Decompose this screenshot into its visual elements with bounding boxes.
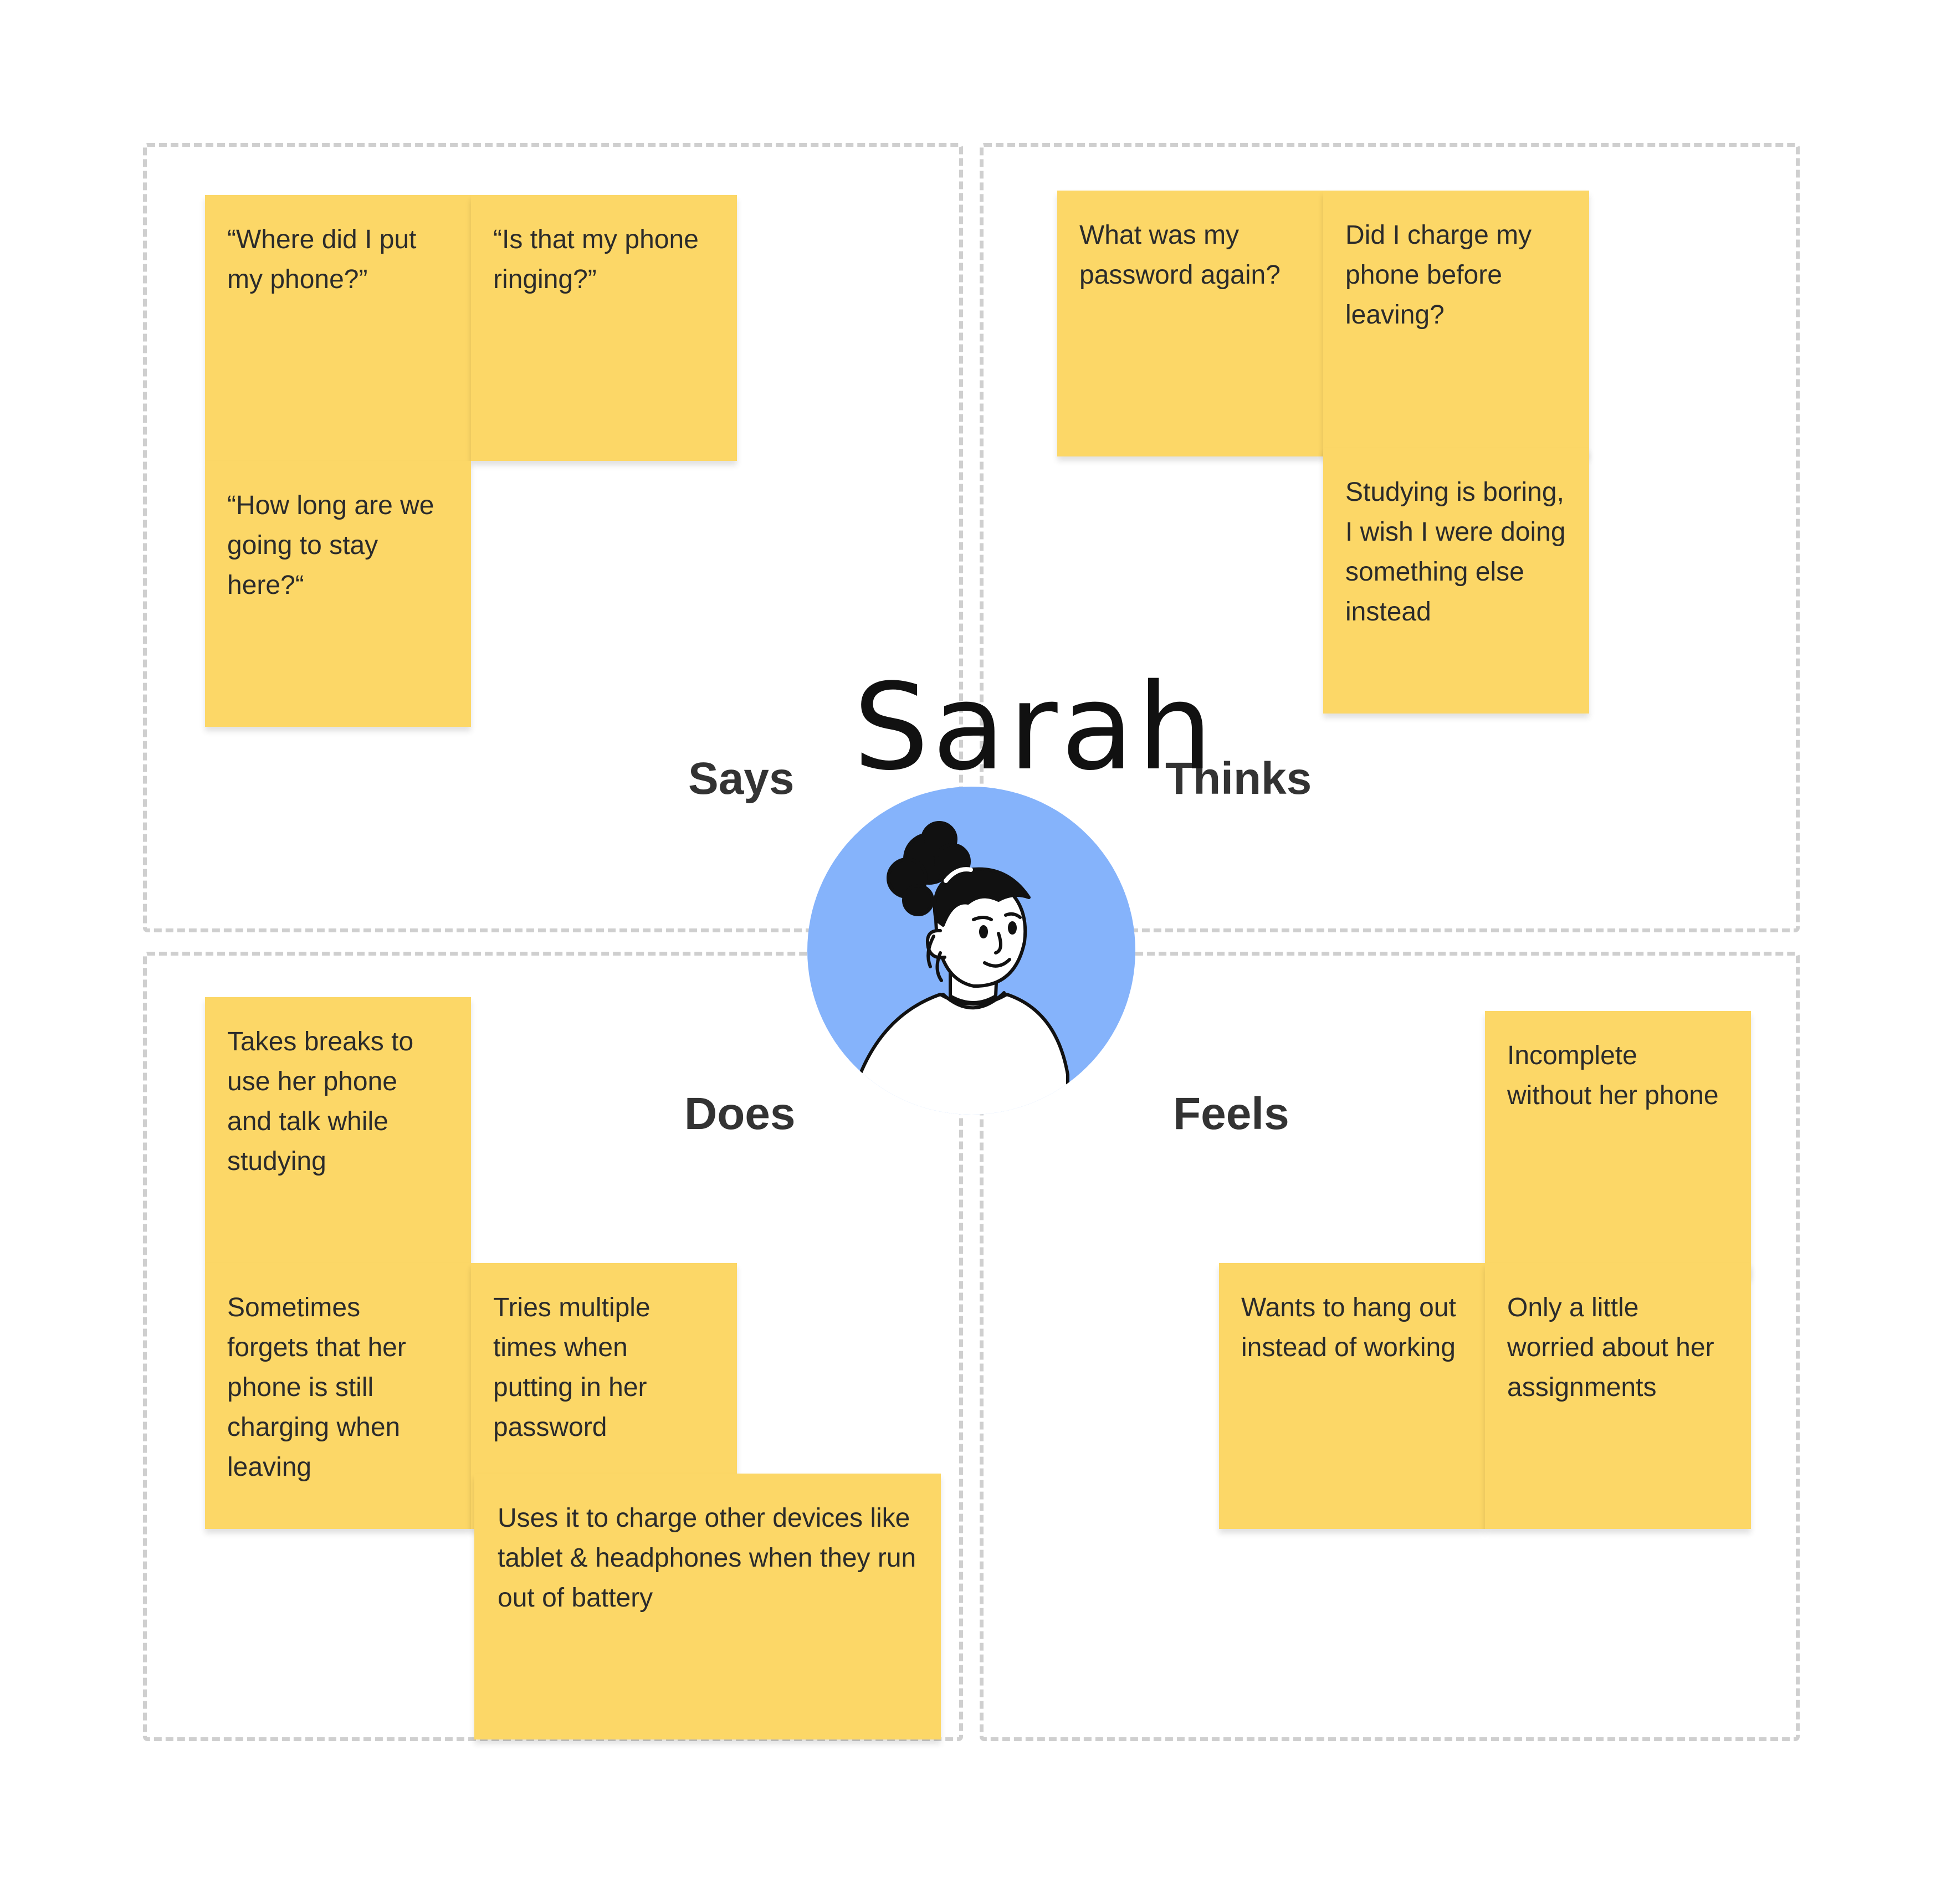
persona-name: Sarah: [853, 658, 1216, 797]
sticky-note[interactable]: “How long are we going to stay here?“: [205, 461, 471, 727]
sticky-note[interactable]: What was my password again?: [1057, 191, 1323, 456]
persona-avatar: [807, 787, 1135, 1115]
sticky-note[interactable]: Takes breaks to use her phone and talk w…: [205, 997, 471, 1263]
does-label: Does: [684, 1089, 796, 1139]
sticky-note[interactable]: “Is that my phone ringing?”: [471, 195, 737, 461]
feels-quadrant: [980, 952, 1800, 1741]
sticky-note[interactable]: Sometimes forgets that her phone is stil…: [205, 1263, 471, 1529]
sticky-note[interactable]: Studying is boring, I wish I were doing …: [1323, 448, 1589, 714]
says-quadrant: [143, 143, 963, 932]
thinks-label: Thinks: [1165, 753, 1312, 804]
sticky-note[interactable]: Did I charge my phone before leaving?: [1323, 191, 1589, 456]
thinks-quadrant: [980, 143, 1800, 932]
sticky-note[interactable]: “Where did I put my phone?”: [205, 195, 471, 461]
sticky-note[interactable]: Uses it to charge other devices like tab…: [474, 1474, 941, 1739]
sticky-note[interactable]: Wants to hang out instead of working: [1219, 1263, 1485, 1529]
says-label: Says: [688, 753, 795, 804]
sticky-note[interactable]: Only a little worried about her assignme…: [1485, 1263, 1751, 1529]
sticky-note[interactable]: Incomplete without her phone: [1485, 1011, 1751, 1277]
feels-label: Feels: [1173, 1089, 1289, 1139]
